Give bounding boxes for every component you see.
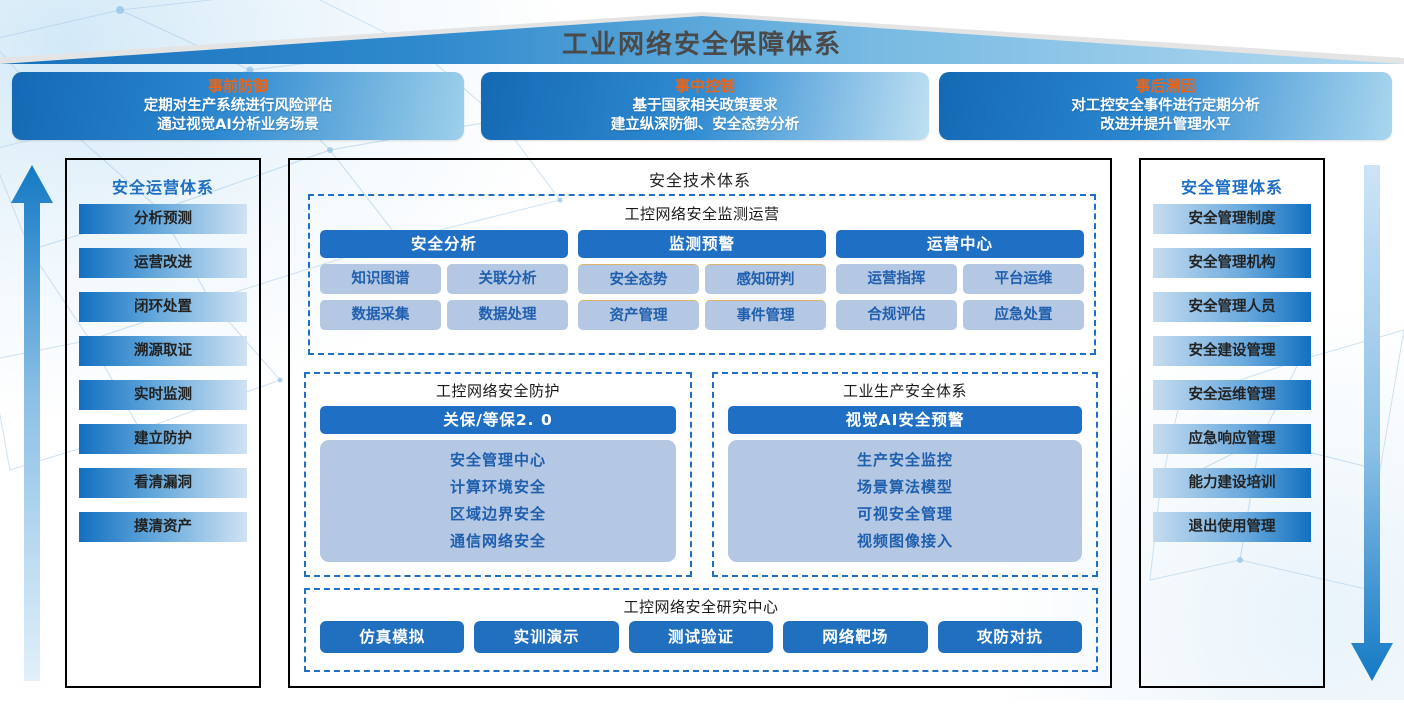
up-arrow-icon: [11, 165, 53, 681]
chip[interactable]: 平台运维: [963, 264, 1084, 294]
block-row[interactable]: 生产安全监控: [856, 451, 953, 469]
column-chip-grid: 运营指挥 平台运维 合规评估 应急处置: [836, 264, 1084, 330]
research-pill[interactable]: 仿真模拟: [320, 621, 465, 653]
phase-banner-row: 事前防御 定期对生产系统进行风险评估 通过视觉AI分析业务场景 事中控制 基于国…: [0, 72, 1404, 140]
block-row[interactable]: 视频图像接入: [856, 532, 953, 550]
monitoring-title: 工控网络安全监测运营: [624, 205, 780, 223]
right-panel-item[interactable]: 应急响应管理: [1153, 424, 1311, 454]
chip[interactable]: 知识图谱: [320, 264, 441, 294]
monitoring-column-analysis: 安全分析 知识图谱 关联分析 数据采集 数据处理: [320, 230, 568, 330]
monitoring-column-operations: 运营中心 运营指挥 平台运维 合规评估 应急处置: [836, 230, 1084, 330]
left-panel-item[interactable]: 闭环处置: [79, 292, 247, 322]
research-title: 工控网络安全研究中心: [623, 598, 779, 616]
industrial-production-safety-block: 工业生产安全体系 视觉AI安全预警 生产安全监控 场景算法模型 可视安全管理 视…: [712, 372, 1098, 577]
research-pill[interactable]: 网络靶场: [783, 621, 928, 653]
ics-network-protection-block: 工控网络安全防护 关保/等保2. 0 安全管理中心 计算环境安全 区域边界安全 …: [304, 372, 692, 577]
block-header[interactable]: 视觉AI安全预警: [728, 406, 1082, 434]
column-header[interactable]: 监测预警: [578, 230, 826, 258]
left-panel-item[interactable]: 运营改进: [79, 248, 247, 278]
right-panel-item[interactable]: 安全管理机构: [1153, 248, 1311, 278]
chip[interactable]: 事件管理: [705, 300, 826, 330]
block-body: 生产安全监控 场景算法模型 可视安全管理 视频图像接入: [728, 440, 1082, 562]
chip[interactable]: 资产管理: [578, 300, 699, 330]
column-chip-grid: 知识图谱 关联分析 数据采集 数据处理: [320, 264, 568, 330]
phase-line-1: 定期对生产系统进行风险评估: [143, 98, 333, 114]
left-panel-item[interactable]: 实时监测: [79, 380, 247, 410]
center-panel-title: 安全技术体系: [648, 171, 751, 190]
phase-title: 事后溯因: [1135, 77, 1196, 95]
right-panel-list: 安全管理制度 安全管理机构 安全管理人员 安全建设管理 安全运维管理 应急响应管…: [1141, 204, 1323, 542]
chip[interactable]: 感知研判: [705, 264, 826, 294]
phase-banner-post[interactable]: 事后溯因 对工控安全事件进行定期分析 改进并提升管理水平: [939, 72, 1392, 140]
phase-banner-during[interactable]: 事中控制 基于国家相关政策要求 建立纵深防御、安全态势分析: [481, 72, 929, 140]
left-panel-item[interactable]: 分析预测: [79, 204, 247, 234]
right-panel-item[interactable]: 安全建设管理: [1153, 336, 1311, 366]
left-panel-item[interactable]: 溯源取证: [79, 336, 247, 366]
left-panel-list: 分析预测 运营改进 闭环处置 溯源取证 实时监测 建立防护 看清漏洞 摸清资产: [67, 204, 259, 542]
chip[interactable]: 数据处理: [447, 300, 568, 330]
block-row[interactable]: 计算环境安全: [449, 478, 546, 496]
right-panel-item[interactable]: 退出使用管理: [1153, 512, 1311, 542]
chip[interactable]: 应急处置: [963, 300, 1084, 330]
security-technology-panel: 安全技术体系 工控网络安全监测运营 安全分析 知识图谱 关联分析 数据采集 数据…: [288, 158, 1112, 688]
left-panel-item[interactable]: 摸清资产: [79, 512, 247, 542]
monitoring-operations-block: 工控网络安全监测运营 安全分析 知识图谱 关联分析 数据采集 数据处理 监测预警…: [308, 194, 1096, 355]
page-title: 工业网络安全保障体系: [561, 30, 842, 60]
right-panel-item[interactable]: 安全运维管理: [1153, 380, 1311, 410]
block-row[interactable]: 场景算法模型: [856, 478, 953, 496]
left-panel-item[interactable]: 建立防护: [79, 424, 247, 454]
phase-line-1: 基于国家相关政策要求: [632, 98, 778, 114]
research-pill-row: 仿真模拟 实训演示 测试验证 网络靶场 攻防对抗: [306, 621, 1096, 653]
right-panel-item[interactable]: 安全管理制度: [1153, 204, 1311, 234]
column-header[interactable]: 运营中心: [836, 230, 1084, 258]
research-center-block: 工控网络安全研究中心 仿真模拟 实训演示 测试验证 网络靶场 攻防对抗: [304, 588, 1098, 672]
phase-line-2: 通过视觉AI分析业务场景: [157, 117, 319, 133]
research-pill[interactable]: 攻防对抗: [937, 621, 1083, 653]
left-panel-title: 安全运营体系: [111, 178, 214, 197]
chip[interactable]: 安全态势: [578, 264, 699, 294]
phase-line-1: 对工控安全事件进行定期分析: [1071, 98, 1260, 114]
block-header[interactable]: 关保/等保2. 0: [320, 406, 676, 434]
block-title: 工业生产安全体系: [842, 382, 967, 400]
monitoring-columns: 安全分析 知识图谱 关联分析 数据采集 数据处理 监测预警 安全态势 感知研判 …: [310, 230, 1094, 330]
column-chip-grid: 安全态势 感知研判 资产管理 事件管理: [578, 264, 826, 330]
phase-line-2: 改进并提升管理水平: [1100, 117, 1231, 133]
right-panel-item[interactable]: 能力建设培训: [1153, 468, 1311, 498]
phase-banner-pre[interactable]: 事前防御 定期对生产系统进行风险评估 通过视觉AI分析业务场景: [12, 72, 464, 140]
block-body: 安全管理中心 计算环境安全 区域边界安全 通信网络安全: [320, 440, 676, 562]
block-row[interactable]: 通信网络安全: [449, 532, 546, 550]
research-pill[interactable]: 实训演示: [474, 621, 619, 653]
block-row[interactable]: 区域边界安全: [449, 505, 546, 523]
phase-title: 事前防御: [207, 77, 268, 95]
right-panel-title: 安全管理体系: [1180, 178, 1283, 197]
left-panel-item[interactable]: 看清漏洞: [79, 468, 247, 498]
right-panel-item[interactable]: 安全管理人员: [1153, 292, 1311, 322]
chip[interactable]: 合规评估: [836, 300, 957, 330]
chip[interactable]: 运营指挥: [836, 264, 957, 294]
column-header[interactable]: 安全分析: [320, 230, 568, 258]
chip[interactable]: 数据采集: [320, 300, 441, 330]
down-arrow-icon: [1351, 165, 1393, 681]
research-pill[interactable]: 测试验证: [628, 621, 774, 653]
block-title: 工控网络安全防护: [435, 382, 560, 400]
block-row[interactable]: 安全管理中心: [449, 451, 546, 469]
phase-line-2: 建立纵深防御、安全态势分析: [610, 117, 800, 133]
block-row[interactable]: 可视安全管理: [856, 505, 953, 523]
security-operations-panel: 安全运营体系 分析预测 运营改进 闭环处置 溯源取证 实时监测 建立防护 看清漏…: [65, 158, 261, 688]
monitoring-column-alerting: 监测预警 安全态势 感知研判 资产管理 事件管理: [578, 230, 826, 330]
chip[interactable]: 关联分析: [447, 264, 568, 294]
security-management-panel: 安全管理体系 安全管理制度 安全管理机构 安全管理人员 安全建设管理 安全运维管…: [1139, 158, 1325, 688]
phase-title: 事中控制: [674, 77, 735, 95]
